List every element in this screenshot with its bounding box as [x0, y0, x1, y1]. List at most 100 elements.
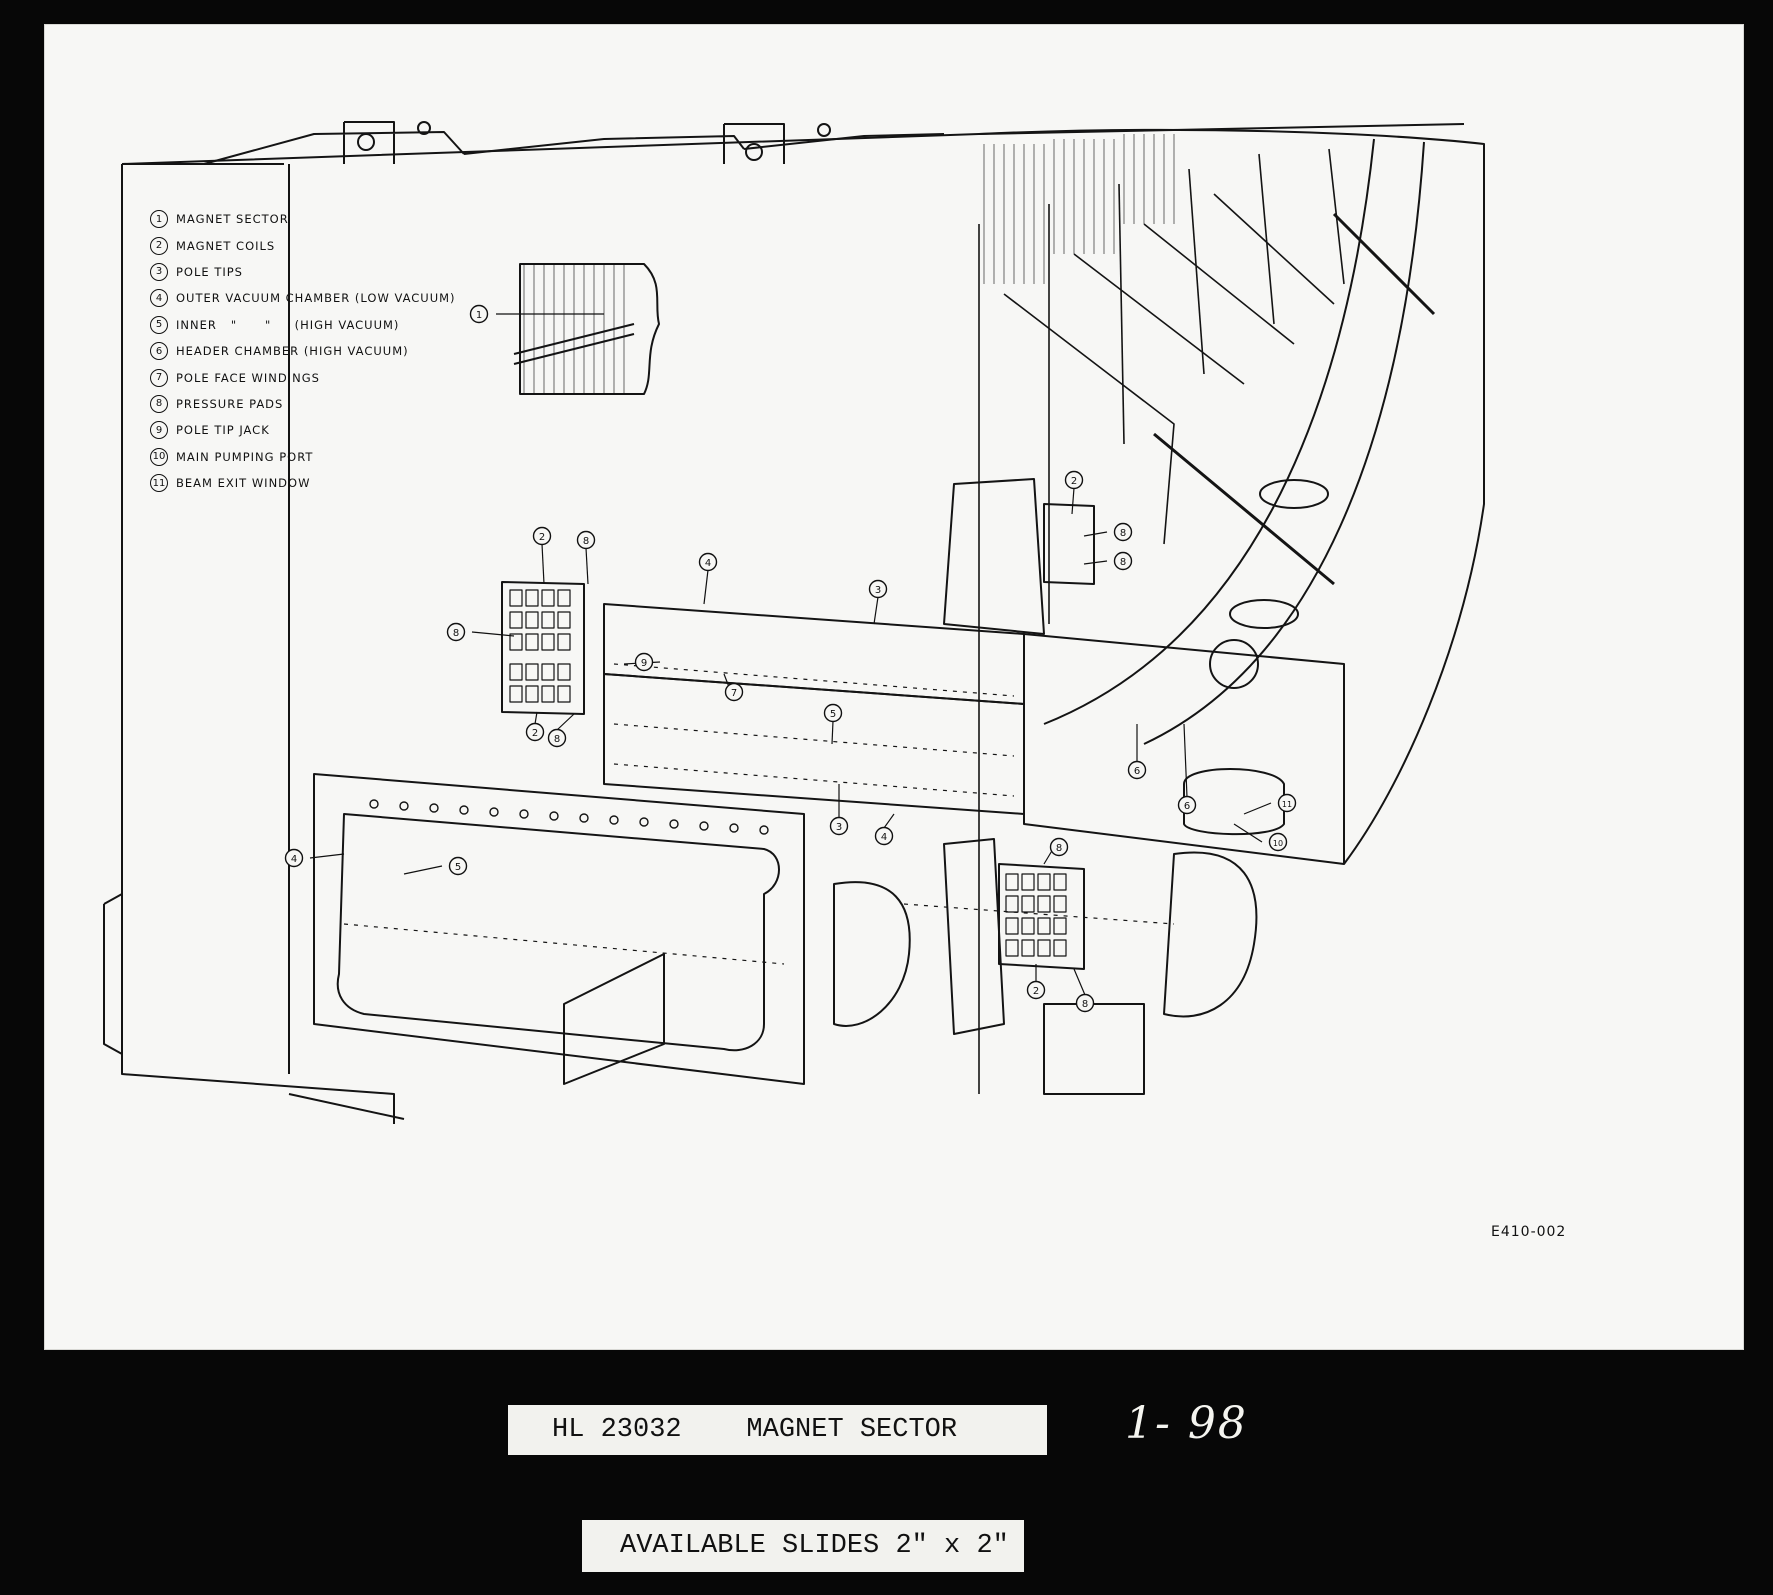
callout-circle	[525, 722, 545, 742]
legend-number: 10	[150, 447, 168, 466]
callout-number: 2	[1033, 986, 1039, 997]
callout-circle	[868, 579, 888, 599]
callout-leader	[1083, 560, 1108, 565]
callout-circle	[532, 526, 552, 546]
catalog-label-title: HL 23032 MAGNET SECTOR	[508, 1405, 1047, 1455]
callout-circle	[1113, 551, 1133, 571]
sector-band-inner	[1043, 138, 1375, 725]
callout-number: 8	[453, 628, 459, 639]
port-cover-flange	[1209, 639, 1259, 689]
part-callout: 8	[576, 530, 596, 585]
legend-number: 1	[150, 210, 168, 229]
jack-bracket	[943, 478, 1045, 635]
lifting-hole	[357, 133, 375, 151]
floor-line	[288, 1093, 405, 1120]
part-callout: 8	[1043, 837, 1069, 865]
callout-number: 2	[1071, 476, 1077, 487]
legend-text: MAGNET COILS	[176, 238, 276, 253]
part-callout: 2	[525, 711, 545, 742]
ground-line	[103, 893, 123, 1055]
callout-circle	[1127, 760, 1147, 780]
callout-number: 1	[476, 310, 482, 321]
sector-band-outer	[978, 128, 1485, 865]
part-callout: 4	[874, 813, 895, 846]
callout-leader	[873, 596, 879, 625]
callout-circle	[1064, 470, 1084, 490]
handwritten-annotation: 1- 98	[1125, 1398, 1248, 1449]
part-callout: 3	[829, 784, 849, 836]
chamber-end-frame-inner	[336, 813, 780, 1052]
inner-vacuum-chamber	[603, 673, 1025, 815]
callout-circle	[823, 703, 843, 723]
callout-leader	[403, 865, 443, 875]
port-cover	[1259, 479, 1329, 509]
lower-support-frame	[1043, 1003, 1145, 1095]
callout-leader	[556, 713, 575, 731]
legend-text: HEADER CHAMBER (HIGH VACUUM)	[176, 344, 409, 359]
sector-band-inner	[1143, 141, 1425, 745]
detail-inset	[519, 263, 660, 395]
header-chamber	[1023, 633, 1345, 865]
callout-number: 8	[1120, 557, 1126, 568]
callout-leader	[1233, 823, 1263, 843]
support-strut	[1153, 432, 1335, 586]
chamber-lower-plate	[563, 953, 665, 1085]
chamber-dotted-lines	[343, 663, 1175, 965]
legend-text: INNER " " (HIGH VACUUM)	[176, 317, 400, 332]
part-callout: 2	[1064, 470, 1084, 515]
lifting-hole	[817, 123, 831, 137]
lifting-hole	[417, 121, 431, 135]
legend-text: OUTER VACUUM CHAMBER (LOW VACUUM)	[176, 291, 456, 306]
callout-number: 2	[532, 728, 538, 739]
legend-text: PRESSURE PADS	[176, 396, 284, 411]
coil-stack-left	[501, 581, 585, 715]
callout-leader	[1071, 487, 1075, 515]
callout-circle	[547, 728, 567, 748]
callout-number: 5	[455, 862, 461, 873]
part-callout: 10	[1233, 823, 1288, 852]
callout-circle	[576, 530, 596, 550]
lifting-hole	[745, 143, 763, 161]
callout-circle	[1026, 980, 1046, 1000]
catalog-label-slides: AVAILABLE SLIDES 2" x 2"	[582, 1520, 1024, 1572]
part-callout: 2	[1026, 964, 1046, 1000]
callout-leader	[534, 711, 538, 725]
coil-stack-upper	[1043, 503, 1095, 585]
port-cover	[1229, 599, 1299, 629]
end-flange-ring	[833, 881, 911, 1027]
callout-leader	[309, 853, 345, 859]
callout-number: 3	[836, 822, 842, 833]
chamber-end-frame	[313, 773, 805, 1085]
part-callout: 5	[403, 856, 468, 876]
callout-leader	[703, 569, 709, 605]
callout-circle	[1049, 837, 1069, 857]
callout-circle	[1113, 522, 1133, 542]
callout-leader	[1243, 802, 1272, 815]
lamination-hatching	[523, 134, 1175, 394]
callout-circle	[448, 856, 468, 876]
callout-number: 10	[1273, 839, 1283, 848]
legend-number: 9	[150, 421, 168, 440]
part-callout: 6	[1127, 724, 1147, 780]
callout-number: 9	[641, 658, 647, 669]
part-callout: 7	[723, 673, 744, 702]
callout-number: 6	[1134, 766, 1140, 777]
callout-number: 3	[875, 585, 881, 596]
callout-circle	[874, 826, 894, 846]
callout-circle	[469, 304, 489, 324]
callout-leader	[1073, 968, 1086, 996]
legend-number: 6	[150, 342, 168, 361]
callout-circle	[1268, 832, 1288, 852]
bolt-row	[369, 799, 769, 835]
callout-leader	[831, 720, 834, 745]
